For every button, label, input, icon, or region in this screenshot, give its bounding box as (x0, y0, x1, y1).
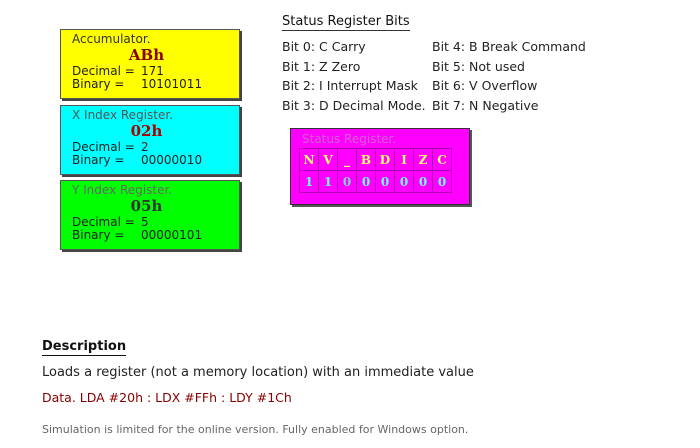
flag-value-d: 0 (375, 170, 395, 193)
y-register-binary-value: 00000101 (141, 228, 203, 242)
x-register-binary-row: Binary = 00000010 (72, 154, 239, 167)
flag-value-z: 0 (413, 170, 433, 193)
accumulator-title: Accumulator. (72, 32, 151, 46)
flag-name-unused: _ (337, 148, 357, 171)
status-bit-2: Bit 2: I Interrupt Mask (282, 78, 418, 93)
flag-value-b: 0 (356, 170, 376, 193)
decimal-label: Decimal = (72, 64, 135, 78)
accumulator-binary-row: Binary = 10101011 (72, 78, 239, 91)
flag-name-b: B (356, 148, 376, 171)
flag-value-n: 1 (299, 170, 319, 193)
flag-value-unused: 0 (337, 170, 357, 193)
binary-label: Binary = (72, 77, 125, 91)
x-register-hex-value: 02h (130, 122, 163, 140)
x-register-decimal-row: Decimal = 2 (72, 141, 239, 154)
status-bit-0: Bit 0: C Carry (282, 39, 366, 54)
accumulator-hex-value: ABh (128, 46, 165, 64)
accumulator-decimal-value: 171 (141, 64, 164, 78)
binary-label: Binary = (72, 228, 125, 242)
status-register-title: Status Register. (302, 132, 397, 146)
decimal-label: Decimal = (72, 140, 135, 154)
x-register-title: X Index Register. (72, 108, 174, 122)
status-bit-5: Bit 5: Not used (432, 58, 525, 74)
binary-label: Binary = (72, 153, 125, 167)
footnote: Simulation is limited for the online ver… (42, 423, 469, 436)
flag-value-i: 0 (394, 170, 414, 193)
description-example: Data. LDA #20h : LDX #FFh : LDY #1Ch (42, 390, 292, 405)
accumulator-binary-value: 10101011 (141, 77, 203, 91)
flag-name-z: Z (413, 148, 433, 171)
status-register-panel: Status Register. N V _ B D I Z C 1 1 0 0… (290, 128, 470, 205)
description-heading: Description (42, 339, 127, 356)
status-bit-1: Bit 1: Z Zero (282, 58, 361, 74)
y-register-title: Y Index Register. (72, 183, 173, 197)
y-register-panel: Y Index Register. 05h Decimal = 5 Binary … (60, 180, 240, 250)
status-register-grid: N V _ B D I Z C 1 1 0 0 0 0 0 0 (299, 148, 452, 193)
flag-value-v: 1 (318, 170, 338, 193)
flag-name-d: D (375, 148, 395, 171)
x-register-panel: X Index Register. 02h Decimal = 2 Binary … (60, 105, 240, 175)
y-register-decimal-row: Decimal = 5 (72, 216, 239, 229)
status-bit-7: Bit 7: N Negative (432, 97, 539, 113)
flag-name-i: I (394, 148, 414, 171)
status-bits-list-right: Bit 4: B Break Command Bit 5: Not used B… (432, 37, 586, 115)
status-bit-3: Bit 3: D Decimal Mode. (282, 97, 426, 113)
y-register-decimal-value: 5 (141, 215, 149, 229)
y-register-hex-value: 05h (130, 197, 163, 215)
flag-name-n: N (299, 148, 319, 171)
y-register-binary-row: Binary = 00000101 (72, 229, 239, 242)
x-register-decimal-value: 2 (141, 140, 149, 154)
status-bits-heading: Status Register Bits (282, 14, 410, 31)
status-bit-4: Bit 4: B Break Command (432, 39, 586, 54)
status-bit-6: Bit 6: V Overflow (432, 78, 538, 93)
x-register-binary-value: 00000010 (141, 153, 203, 167)
flag-values-row: 1 1 0 0 0 0 0 0 (299, 170, 452, 193)
accumulator-decimal-row: Decimal = 171 (72, 65, 239, 78)
decimal-label: Decimal = (72, 215, 135, 229)
flag-name-c: C (432, 148, 452, 171)
accumulator-panel: Accumulator. ABh Decimal = 171 Binary = 10… (60, 29, 240, 99)
status-bits-list-left: Bit 0: C Carry Bit 1: Z Zero Bit 2: I In… (282, 37, 426, 115)
description-text: Loads a register (not a memory location)… (42, 365, 474, 380)
flag-name-v: V (318, 148, 338, 171)
flag-names-row: N V _ B D I Z C (299, 148, 452, 171)
flag-value-c: 0 (432, 170, 452, 193)
